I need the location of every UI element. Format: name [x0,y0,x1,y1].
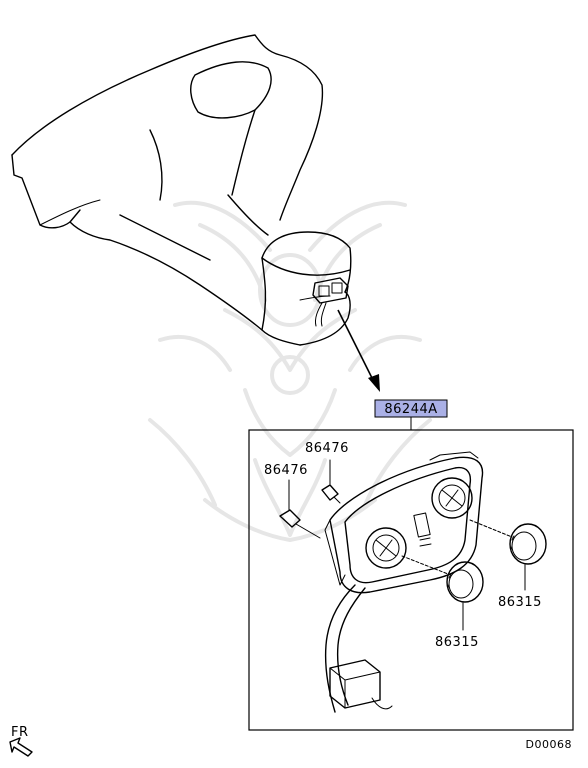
watermark-crest [148,200,432,542]
part-number-86476-upper: 86476 [305,441,349,456]
center-console [261,231,352,346]
diagram-code: D00068 [526,738,572,751]
direction-label: FR [11,725,29,740]
knob-right [469,519,547,591]
part-number-86244A: 86244A [384,402,437,417]
switch-assembly [324,451,484,713]
part-number-86315-right: 86315 [498,595,542,610]
knob-lower [401,555,484,631]
dashboard-outline [11,34,324,346]
front-direction-indicator: FR [9,725,33,757]
callout-86244A: 86244A [374,399,448,430]
detail-frame [248,429,574,731]
arrow-front-icon [9,737,33,757]
detail-arrow [337,309,380,392]
bulb-upper [321,459,341,504]
bulb-lower [279,479,321,539]
part-number-86315-lower: 86315 [435,635,479,650]
part-number-86476-lower: 86476 [264,463,308,478]
